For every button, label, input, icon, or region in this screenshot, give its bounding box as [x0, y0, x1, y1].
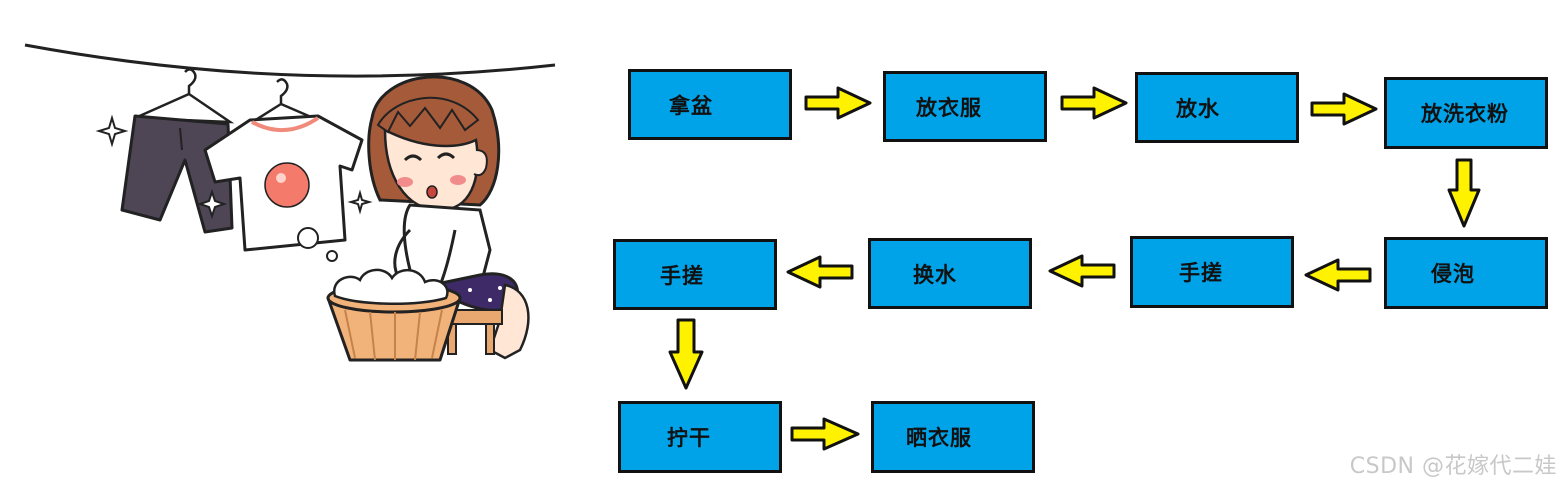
girl-leg — [488, 283, 530, 360]
step-label: 放水 — [1176, 96, 1220, 121]
arrow-right-icon — [790, 417, 860, 451]
step-wring-dry: 拧干 — [618, 401, 782, 473]
step-add-detergent: 放洗衣粉 — [1384, 77, 1548, 149]
foam-icon — [332, 268, 449, 306]
watermark: CSDN @花嫁代二娃 — [1349, 454, 1557, 479]
flow-arrows — [668, 86, 1481, 451]
arrow-left-icon — [1304, 258, 1372, 292]
laundry-illustration — [24, 43, 556, 362]
arrow-left-icon — [1048, 254, 1116, 288]
shirt-dot-icon — [264, 162, 310, 208]
step-label: 晒衣服 — [906, 426, 972, 450]
clothesline — [24, 43, 556, 78]
step-hand-scrub-1: 手搓 — [1130, 236, 1294, 308]
step-label: 拿盆 — [669, 93, 713, 118]
step-label: 手搓 — [660, 263, 704, 288]
step-label: 换水 — [913, 262, 957, 287]
arrow-right-icon — [1060, 86, 1128, 120]
arrow-right-icon — [1310, 92, 1378, 126]
step-change-water: 换水 — [868, 238, 1032, 309]
arrow-down-icon — [1447, 158, 1481, 228]
step-label: 拧干 — [667, 426, 711, 450]
arrow-right-icon — [804, 86, 872, 120]
step-put-clothes: 放衣服 — [883, 71, 1047, 142]
step-add-water: 放水 — [1135, 72, 1299, 143]
sparkle-icon — [95, 114, 129, 148]
step-label: 手搓 — [1179, 261, 1223, 285]
sparkle-icon — [196, 188, 228, 220]
step-label: 放衣服 — [916, 95, 982, 120]
arrow-left-icon — [786, 255, 854, 289]
step-label: 侵泡 — [1431, 262, 1475, 286]
step-soak: 侵泡 — [1384, 237, 1548, 309]
arrow-down-icon — [668, 318, 704, 390]
step-hand-scrub-2: 手搓 — [613, 239, 777, 310]
girl-face — [383, 127, 479, 212]
bubble-icon — [297, 227, 319, 249]
step-hang-clothes: 晒衣服 — [871, 401, 1035, 473]
bubble-icon — [326, 250, 338, 262]
step-label: 放洗衣粉 — [1421, 102, 1509, 126]
step-take-basin: 拿盆 — [628, 69, 792, 140]
sparkle-icon — [347, 189, 373, 215]
